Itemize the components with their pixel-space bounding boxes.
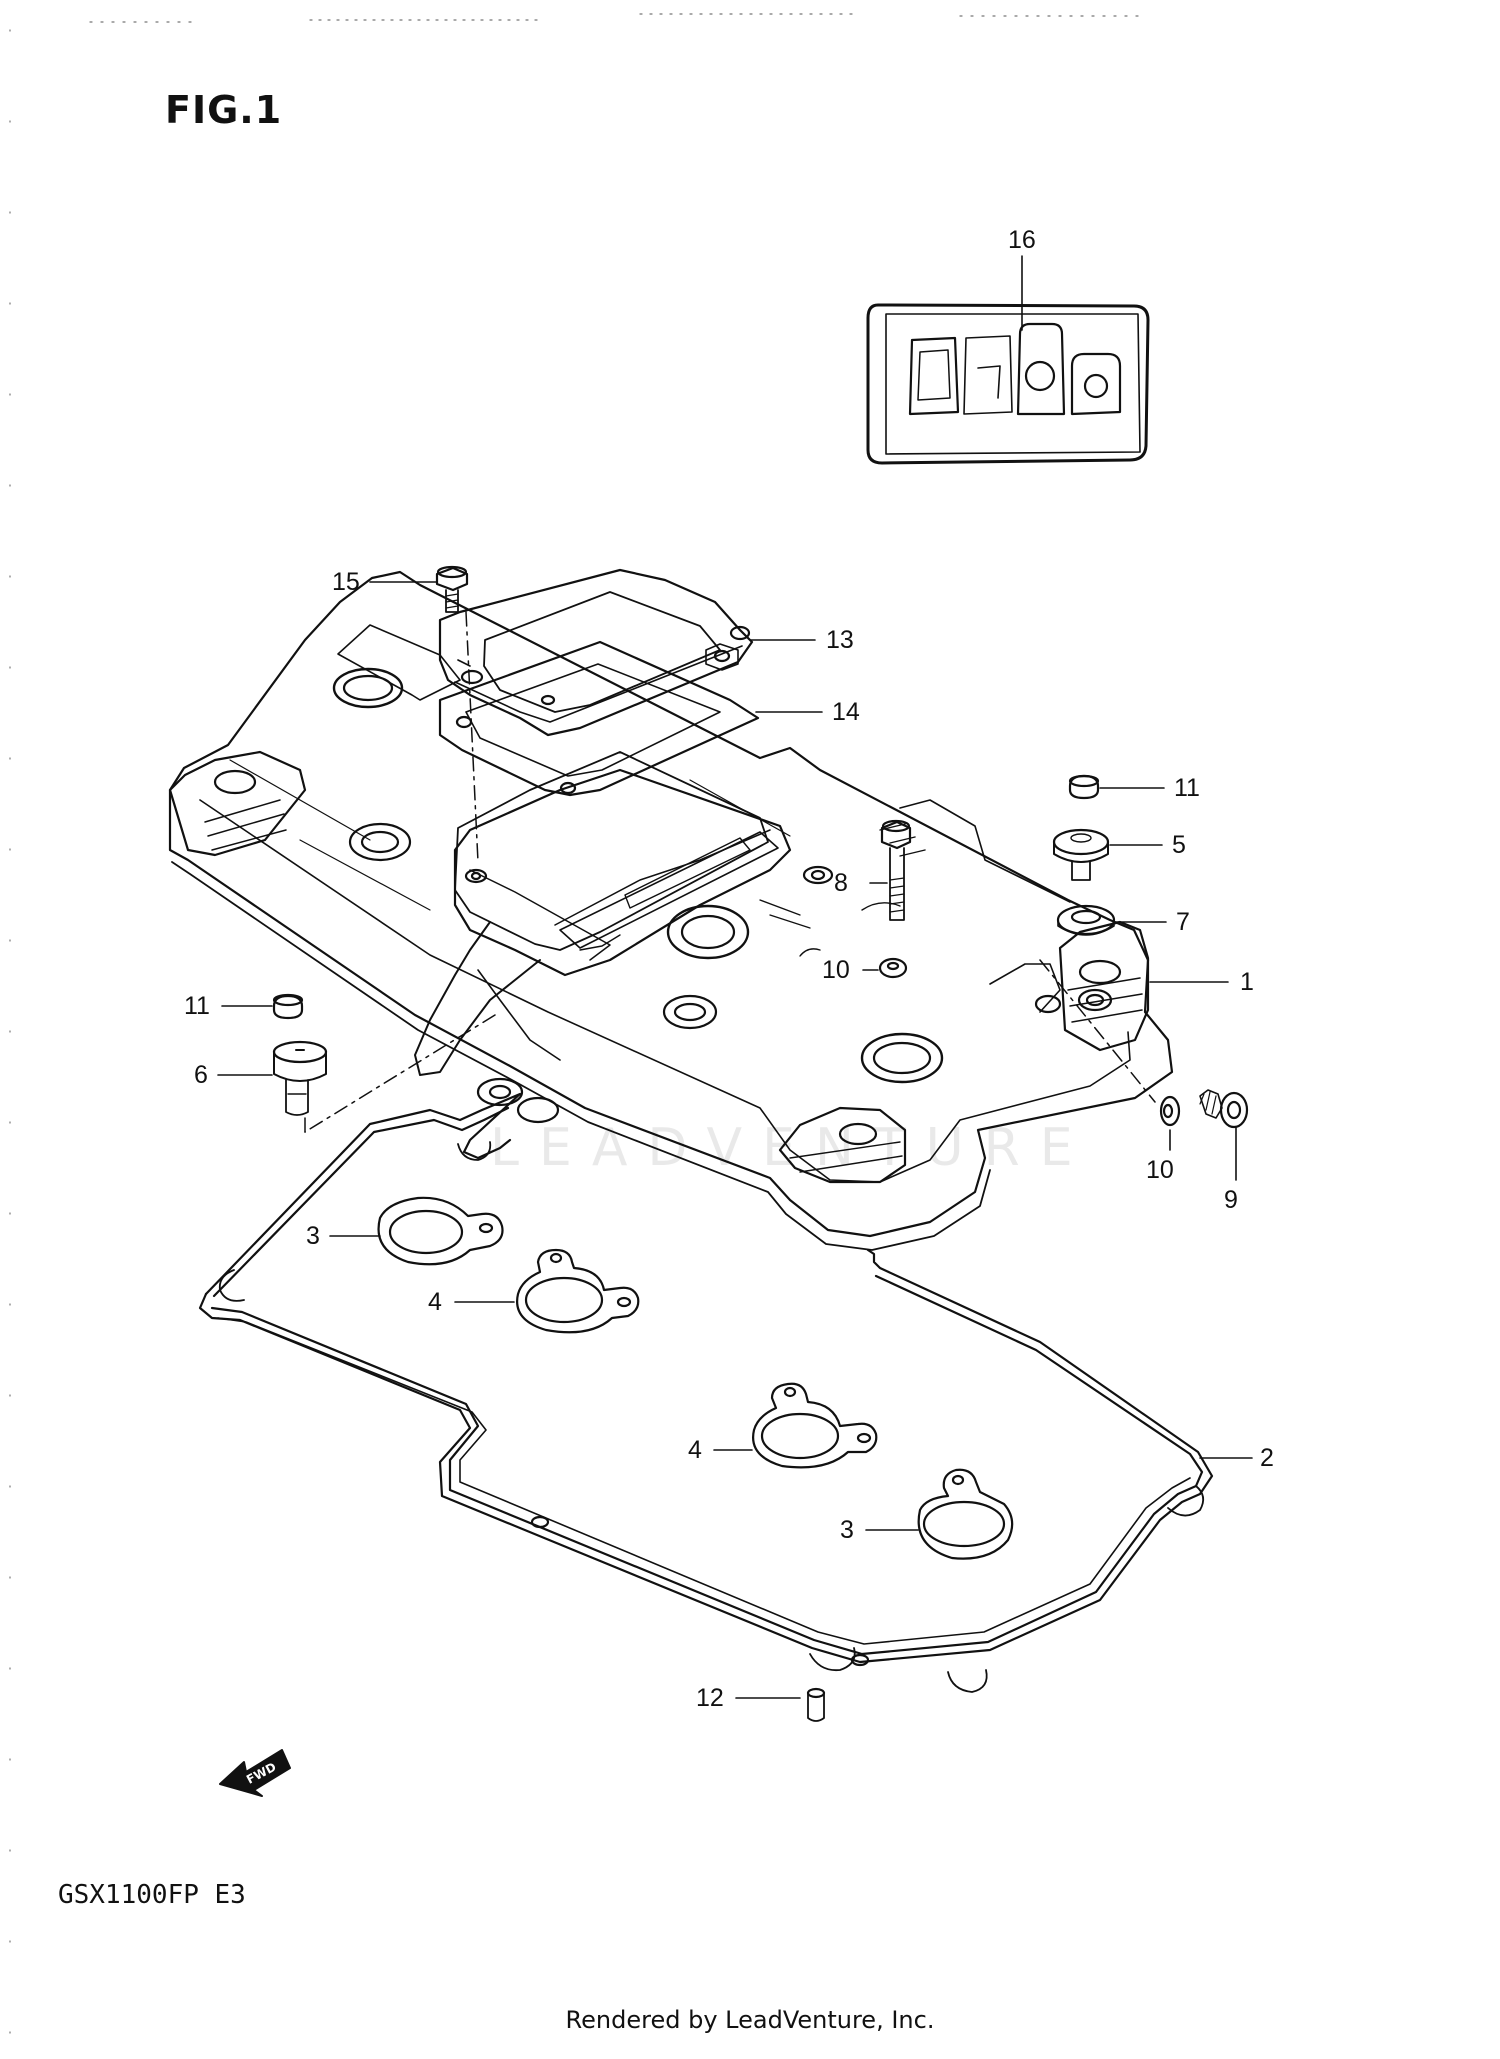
gasket-set-package [866, 303, 1150, 465]
bolt-9 [1199, 1089, 1249, 1129]
callout-3-upper: 3 [306, 1222, 320, 1250]
breather-plate [454, 751, 769, 951]
alignment-dash-lines [304, 611, 1156, 1136]
scan-specks [9, 13, 1141, 2041]
fwd-arrow-icon: FWD [219, 1749, 291, 1797]
callout-4-lower: 4 [688, 1436, 702, 1464]
callout-8: 8 [834, 869, 848, 897]
washer-10-center [799, 948, 908, 979]
callout-4-upper: 4 [428, 1288, 442, 1316]
plug-hole-gasket-3-upper [377, 1196, 504, 1266]
callout-15: 15 [332, 568, 360, 596]
leader-lines [217, 255, 1253, 1699]
cylinder-head-cover [168, 570, 1174, 1251]
callout-12: 12 [696, 1684, 724, 1712]
oil-filler-cap [1052, 828, 1110, 881]
callout-14: 14 [832, 698, 860, 726]
callout-13: 13 [826, 626, 854, 654]
plug-hole-gasket-4-lower [752, 1382, 878, 1469]
callout-11-left: 11 [184, 992, 210, 1020]
callout-11-right: 11 [1174, 774, 1200, 802]
callout-9: 9 [1224, 1186, 1238, 1214]
breather-cover [438, 568, 754, 737]
bolt-8 [861, 819, 912, 921]
callout-1: 1 [1240, 968, 1254, 996]
head-cover-gasket [198, 1092, 1214, 1693]
figure-title: FIG.1 [165, 88, 283, 132]
model-code: GSX1100FP E3 [58, 1880, 246, 1910]
o-ring-7 [1056, 904, 1116, 936]
plug-hole-gasket-3-lower [917, 1468, 1014, 1560]
washer-10-right [1159, 1095, 1181, 1127]
oil-gallery-pin [272, 1040, 328, 1116]
plug-hole-gasket-4-upper [516, 1248, 640, 1334]
dowel-pin [806, 1687, 826, 1722]
callout-10-center: 10 [822, 956, 850, 984]
callout-10-right: 10 [1146, 1156, 1174, 1184]
callout-3-lower: 3 [840, 1516, 854, 1544]
render-credit: Rendered by LeadVenture, Inc. [565, 2006, 935, 2034]
plug-cap-11-left [272, 993, 304, 1020]
callout-6: 6 [194, 1061, 208, 1089]
callout-16: 16 [1008, 226, 1036, 254]
cover-bolt [435, 565, 469, 613]
callout-7: 7 [1176, 908, 1190, 936]
callout-5: 5 [1172, 831, 1186, 859]
callout-2: 2 [1260, 1444, 1274, 1472]
plug-cap-11-right [1068, 774, 1100, 800]
